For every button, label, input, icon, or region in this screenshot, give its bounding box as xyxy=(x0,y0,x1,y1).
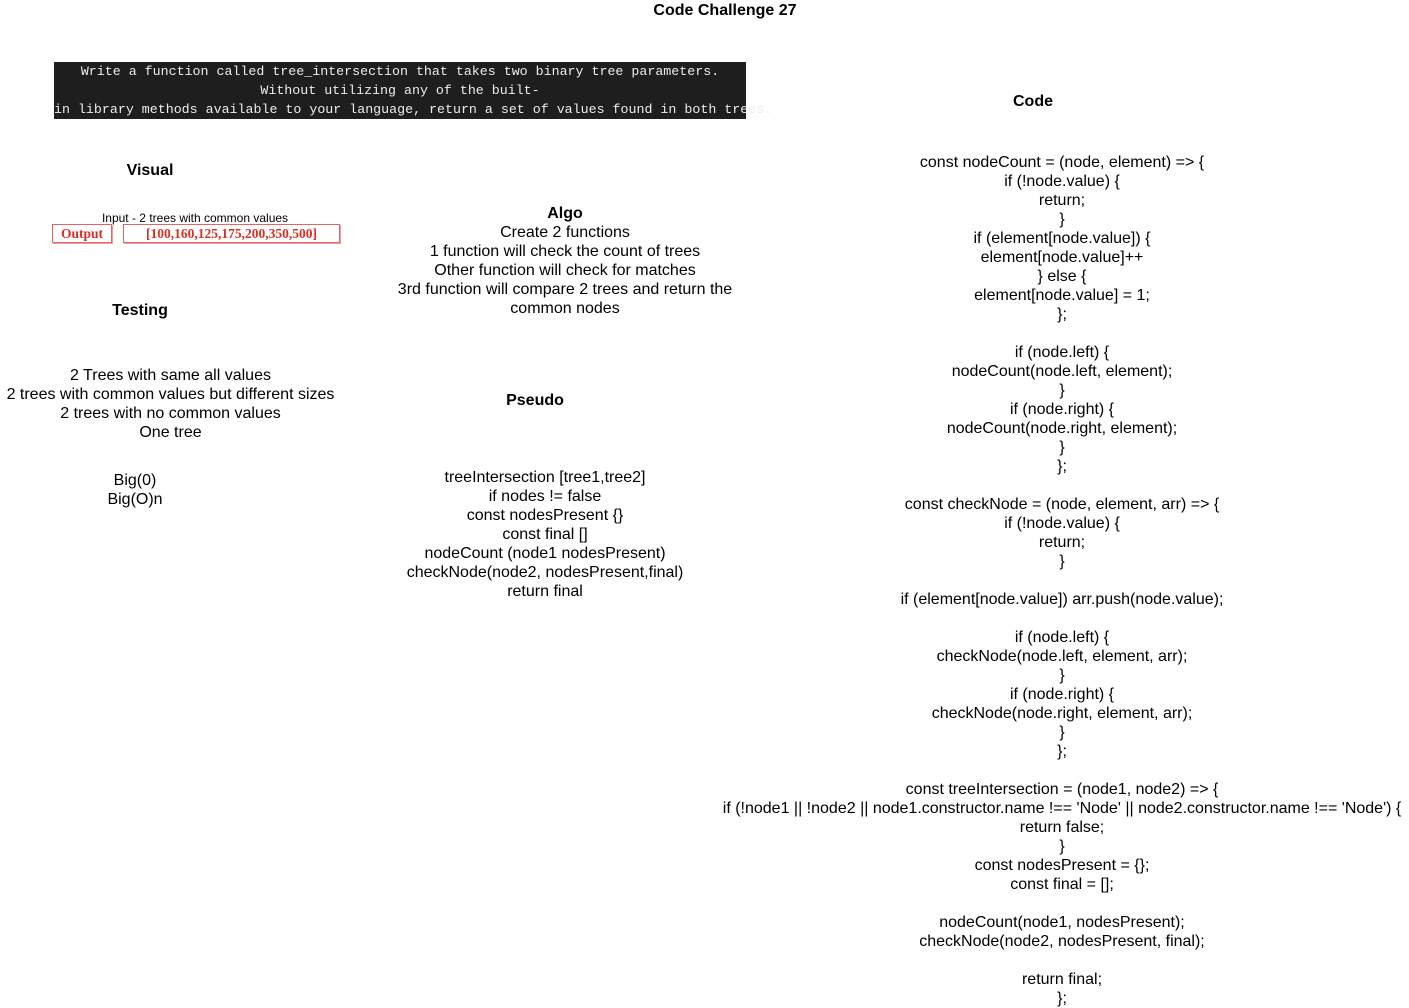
code-line xyxy=(715,324,1409,343)
problem-line: Write a function called tree_intersectio… xyxy=(80,64,720,79)
big-o-line: Big(0) xyxy=(113,472,157,489)
code-line: } xyxy=(1059,211,1065,228)
code-line xyxy=(715,571,1409,590)
code-line: return final; xyxy=(1021,971,1103,988)
algo-line: common nodes xyxy=(510,300,620,317)
code-line xyxy=(715,951,1409,970)
code-line: element[node.value]++ xyxy=(980,249,1144,266)
code-line xyxy=(715,476,1409,495)
code-line: return false; xyxy=(1019,819,1105,836)
algo-line: 3rd function will compare 2 trees and re… xyxy=(397,281,733,298)
page-title: Code Challenge 27 xyxy=(653,2,797,19)
code-line: } xyxy=(1059,667,1065,684)
algo-steps: Create 2 functions 1 function will check… xyxy=(385,223,745,318)
code-line: if (!node.value) { xyxy=(1004,515,1120,532)
output-value: [100,160,125,175,200,350,500] xyxy=(123,224,340,243)
code-line: } xyxy=(1059,439,1065,456)
code-line: nodeCount(node.left, element); xyxy=(951,363,1173,380)
pseudo-heading: Pseudo xyxy=(506,392,564,409)
code-line: checkNode(node2, nodesPresent, final); xyxy=(919,933,1205,950)
pseudo-line: treeIntersection [tree1,tree2] xyxy=(444,469,646,486)
code-line: } else { xyxy=(1037,268,1087,285)
code-line: const nodeCount = (node, element) => { xyxy=(919,154,1205,171)
test-case: 2 trees with common values but different… xyxy=(6,386,335,403)
testing-heading: Testing xyxy=(112,302,168,319)
code-line: }; xyxy=(1057,990,1067,1007)
code-line: if (element[node.value]) { xyxy=(973,230,1151,247)
code-heading: Code xyxy=(1013,93,1053,110)
code-line: if (node.left) { xyxy=(1014,629,1110,646)
code-line: if (node.right) { xyxy=(1009,686,1115,703)
code-line: } xyxy=(1059,382,1065,399)
algo-line: Other function will check for matches xyxy=(434,262,696,279)
code-line xyxy=(715,761,1409,780)
code-line xyxy=(715,609,1409,628)
problem-line: in library methods available to your lan… xyxy=(54,102,773,117)
test-case: One tree xyxy=(139,424,202,441)
code-line: if (!node1 || !node2 || node1.constructo… xyxy=(722,800,1402,817)
pseudo-line: checkNode(node2, nodesPresent,final) xyxy=(406,564,684,581)
code-line: }; xyxy=(1057,458,1067,475)
code-line: const nodesPresent = {}; xyxy=(974,857,1150,874)
code-line: if (node.left) { xyxy=(1014,344,1110,361)
problem-line: Without utilizing any of the built- xyxy=(260,83,540,98)
pseudo-line: const nodesPresent {} xyxy=(466,507,624,524)
code-line: } xyxy=(1059,724,1065,741)
code-line xyxy=(715,894,1409,913)
input-label: Input - 2 trees with common values xyxy=(101,211,289,225)
code-line: checkNode(node.left, element, arr); xyxy=(936,648,1188,665)
code-line: if (element[node.value]) arr.push(node.v… xyxy=(900,591,1224,608)
visual-heading: Visual xyxy=(126,162,174,179)
test-case: 2 Trees with same all values xyxy=(70,367,271,384)
code-line: if (!node.value) { xyxy=(1004,173,1120,190)
code-line: const final = []; xyxy=(1010,876,1114,893)
algo-line: 1 function will check the count of trees xyxy=(429,243,701,260)
pseudo-code: treeIntersection [tree1,tree2] if nodes … xyxy=(395,468,695,601)
code-line: checkNode(node.right, element, arr); xyxy=(931,705,1193,722)
code-line: const treeIntersection = (node1, node2) … xyxy=(905,781,1219,798)
algo-line: Create 2 functions xyxy=(500,224,630,241)
testing-list: 2 Trees with same all values 2 trees wit… xyxy=(0,366,341,442)
code-line: } xyxy=(1059,838,1065,855)
pseudo-line: const final [] xyxy=(502,526,588,543)
code-line: const checkNode = (node, element, arr) =… xyxy=(904,496,1220,513)
code-line: return; xyxy=(1038,192,1086,209)
test-case: 2 trees with no common values xyxy=(60,405,281,422)
code-line: }; xyxy=(1057,306,1067,323)
pseudo-line: return final xyxy=(507,583,583,600)
pseudo-line: if nodes != false xyxy=(488,488,602,505)
code-line: } xyxy=(1059,553,1065,570)
code-line: return; xyxy=(1038,534,1086,551)
code-block: const nodeCount = (node, element) => { if… xyxy=(715,153,1409,1008)
problem-statement: Write a function called tree_intersectio… xyxy=(54,62,773,119)
output-label: Output xyxy=(52,224,112,243)
code-line: }; xyxy=(1057,743,1067,760)
algo-heading: Algo xyxy=(547,205,583,222)
code-line: nodeCount(node.right, element); xyxy=(946,420,1178,437)
code-line: if (node.right) { xyxy=(1009,401,1115,418)
pseudo-line: nodeCount (node1 nodesPresent) xyxy=(424,545,666,562)
code-line: nodeCount(node1, nodesPresent); xyxy=(939,914,1185,931)
code-line: element[node.value] = 1; xyxy=(974,287,1150,304)
big-o: Big(0) Big(O)n xyxy=(85,471,185,509)
big-o-line: Big(O)n xyxy=(107,491,163,508)
